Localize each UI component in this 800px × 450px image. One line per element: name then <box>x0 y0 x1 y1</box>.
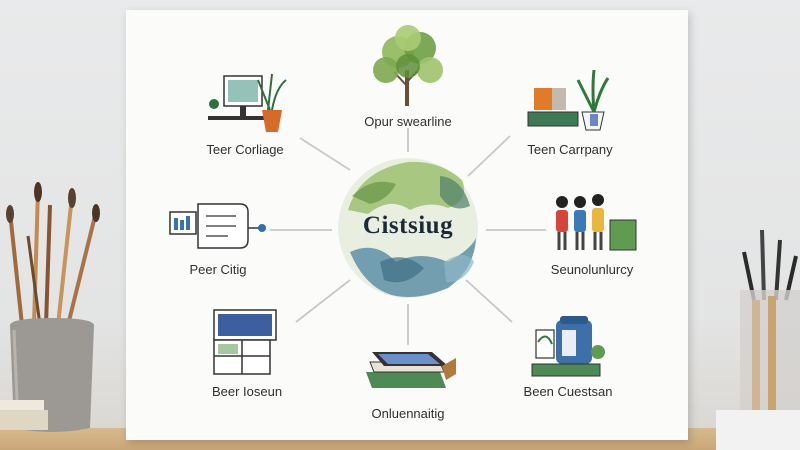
books-icon <box>366 352 456 388</box>
document-icon <box>169 203 266 249</box>
node-label-mid-right: Seunolunlurcy <box>550 262 634 277</box>
node-label-top-left: Teer Corliage <box>206 142 284 157</box>
center-title: Cistsiug <box>362 212 454 239</box>
connector-bottom-right <box>465 279 513 323</box>
brush-cup-right <box>716 229 800 450</box>
node-label-mid-left: Peer Citig <box>189 262 247 277</box>
computer-plant-icon <box>208 73 287 132</box>
node-label-top: Opur swearline <box>364 114 452 129</box>
connector-bottom-left <box>295 279 351 323</box>
node-label-bottom-right: Been Cuestsan <box>523 384 613 399</box>
machine-icon <box>531 316 605 377</box>
connector-group <box>270 128 546 345</box>
tree-icon <box>373 25 443 106</box>
window-frame-icon <box>213 309 277 375</box>
office-supplies-icon <box>527 69 610 131</box>
node-label-bottom: Onluennaitig <box>371 406 445 421</box>
people-icon <box>556 194 637 251</box>
connector-top-left <box>299 137 351 171</box>
book-stack-left <box>0 400 48 430</box>
connector-top-right <box>467 135 511 177</box>
globe-icon <box>338 158 478 298</box>
node-label-top-right: Teen Carrpany <box>527 142 613 157</box>
node-label-bottom-left: Beer Ioseun <box>211 384 283 399</box>
